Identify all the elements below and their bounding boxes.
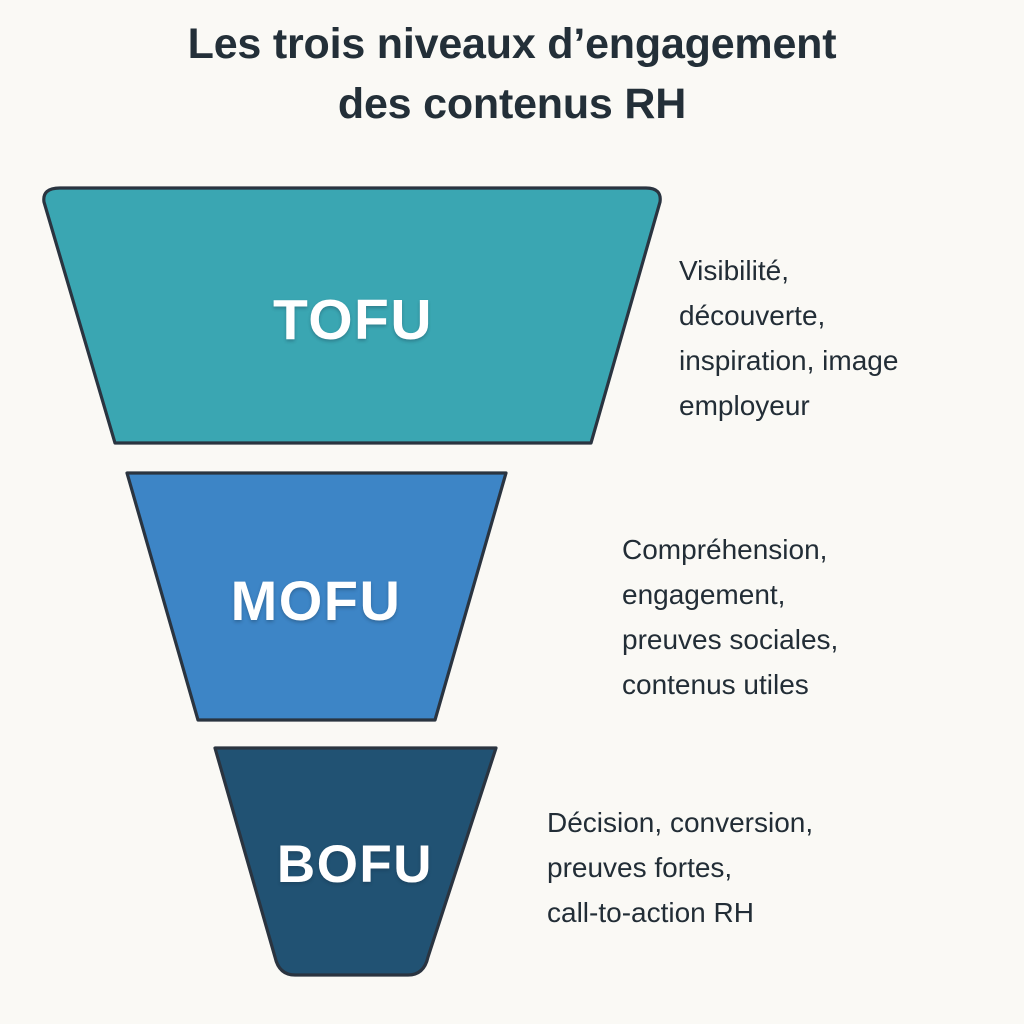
funnel-description-tofu: Visibilité, découverte, inspiration, ima… [679,255,899,421]
funnel-segment-mofu[interactable] [125,471,508,722]
funnel-label-mofu: MOFU [230,569,402,632]
page-title-line-2: des contenus RH [337,80,687,128]
funnel-label-tofu: TOFU [272,288,434,352]
funnel-description-mofu: Compréhension, engagement, preuves socia… [622,534,839,700]
funnel-segment-bofu[interactable] [213,746,498,977]
funnel-description-bofu: Décision, conversion, preuves fortes, ca… [547,807,814,928]
funnel-segment-tofu[interactable] [42,186,662,445]
funnel-label-bofu: BOFU [276,835,434,894]
page-title-line-1: Les trois niveaux d’engagement [187,20,837,68]
page-title: Les trois niveaux d’engagement des conte… [0,14,1024,134]
